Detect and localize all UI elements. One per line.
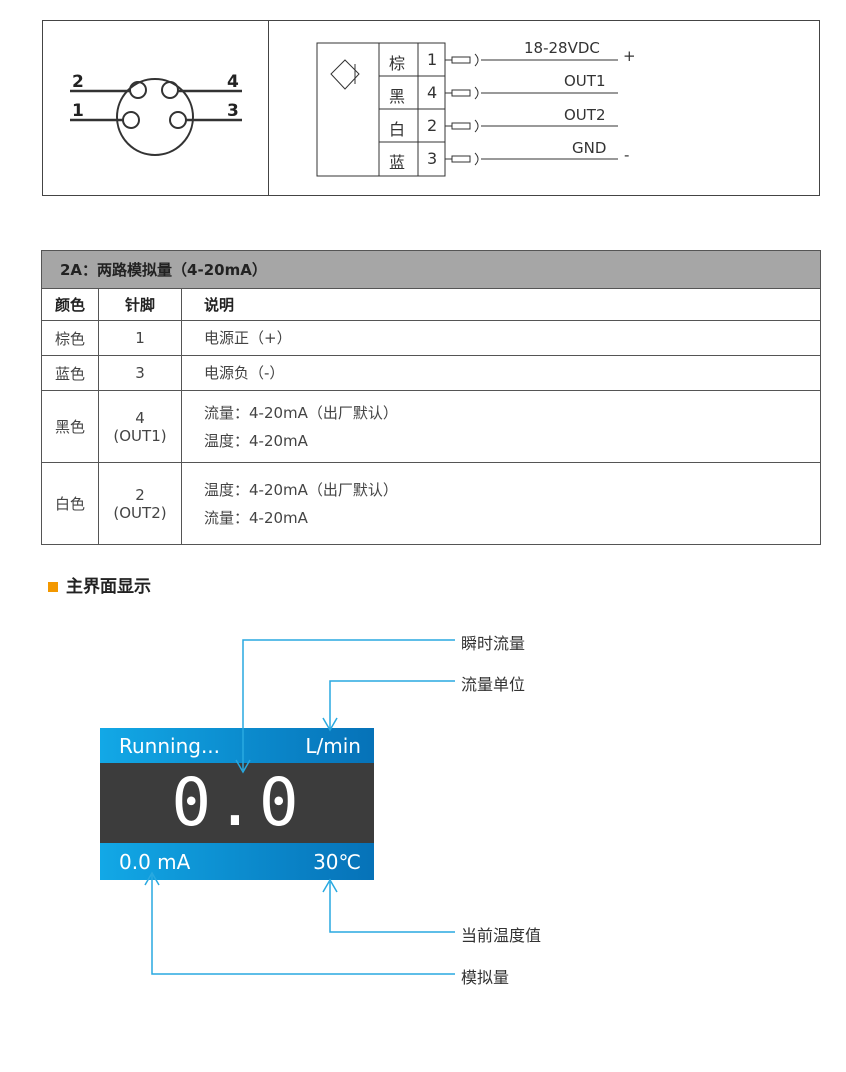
wire-signal: OUT1	[564, 72, 606, 90]
wire-signal: OUT2	[564, 106, 606, 124]
wire-pin: 3	[427, 149, 438, 168]
cell-desc: 电源负（-）	[181, 355, 821, 391]
desc-line: 流量：4-20mA	[204, 508, 308, 527]
wire-signal: 18-28VDC	[524, 39, 600, 57]
col-header: 说明	[181, 288, 821, 321]
divider	[268, 20, 269, 196]
pin: 4	[135, 408, 145, 427]
display-top-bar: Running... L/min	[100, 728, 374, 763]
annotation-flow: 瞬时流量	[461, 634, 526, 653]
cell-pin: 2(OUT2)	[98, 462, 182, 545]
flow-unit: L/min	[305, 733, 361, 758]
wire-color: 蓝	[389, 153, 406, 172]
pin: 2	[135, 485, 145, 504]
bullet-square-icon	[48, 582, 58, 592]
cell-pin: 1	[98, 320, 182, 356]
temperature-value: 30℃	[313, 849, 361, 874]
section-heading: 主界面显示	[48, 572, 151, 597]
analog-value: 0.0 mA	[119, 849, 191, 874]
pin-output: (OUT2)	[113, 503, 167, 522]
wire-color: 白	[389, 120, 406, 139]
flow-value: 0.0	[100, 763, 374, 843]
connector-drawing	[70, 42, 618, 177]
desc-line: 温度：4-20mA	[204, 431, 308, 450]
cell-color: 黑色	[41, 390, 99, 463]
desc-line: 温度：4-20mA（出厂默认）	[204, 480, 398, 499]
col-header: 针脚	[98, 288, 182, 321]
col-header: 颜色	[41, 288, 99, 321]
wire-color: 棕	[389, 54, 406, 73]
display-bottom-bar: 0.0 mA 30℃	[100, 843, 374, 880]
cell-color: 蓝色	[41, 355, 99, 391]
wire-pin: 1	[427, 50, 438, 69]
section-title: 主界面显示	[66, 577, 151, 597]
status-text: Running...	[119, 733, 221, 758]
wire-color: 黑	[389, 87, 406, 106]
polarity: +	[623, 47, 636, 65]
pin-label: 3	[227, 101, 239, 121]
desc-line: 流量：4-20mA（出厂默认）	[204, 403, 398, 422]
cell-pin: 3	[98, 355, 182, 391]
pin-label: 4	[227, 72, 239, 92]
annotation-arrows	[144, 639, 455, 975]
wiring-diagram-frame	[42, 20, 820, 196]
cell-pin: 4(OUT1)	[98, 390, 182, 463]
pin-output: (OUT1)	[113, 426, 167, 445]
cell-desc: 温度：4-20mA（出厂默认） 流量：4-20mA	[181, 462, 821, 545]
cell-color: 棕色	[41, 320, 99, 356]
cell-desc: 流量：4-20mA（出厂默认） 温度：4-20mA	[181, 390, 821, 463]
polarity: -	[624, 146, 630, 164]
annotation-unit: 流量单位	[461, 675, 526, 694]
pin-label: 1	[72, 101, 84, 121]
cell-desc: 电源正（+）	[181, 320, 821, 356]
display-screen: Running... L/min 0.0 0.0 mA 30℃	[100, 728, 374, 880]
wire-signal: GND	[572, 139, 607, 157]
cell-color: 白色	[41, 462, 99, 545]
table-title: 2A：两路模拟量（4-20mA）	[41, 250, 821, 289]
annotation-analog: 模拟量	[461, 968, 510, 987]
annotation-temp: 当前温度值	[461, 926, 542, 945]
pin-label: 2	[72, 72, 84, 92]
wire-pin: 2	[427, 116, 438, 135]
wire-pin: 4	[427, 83, 438, 102]
